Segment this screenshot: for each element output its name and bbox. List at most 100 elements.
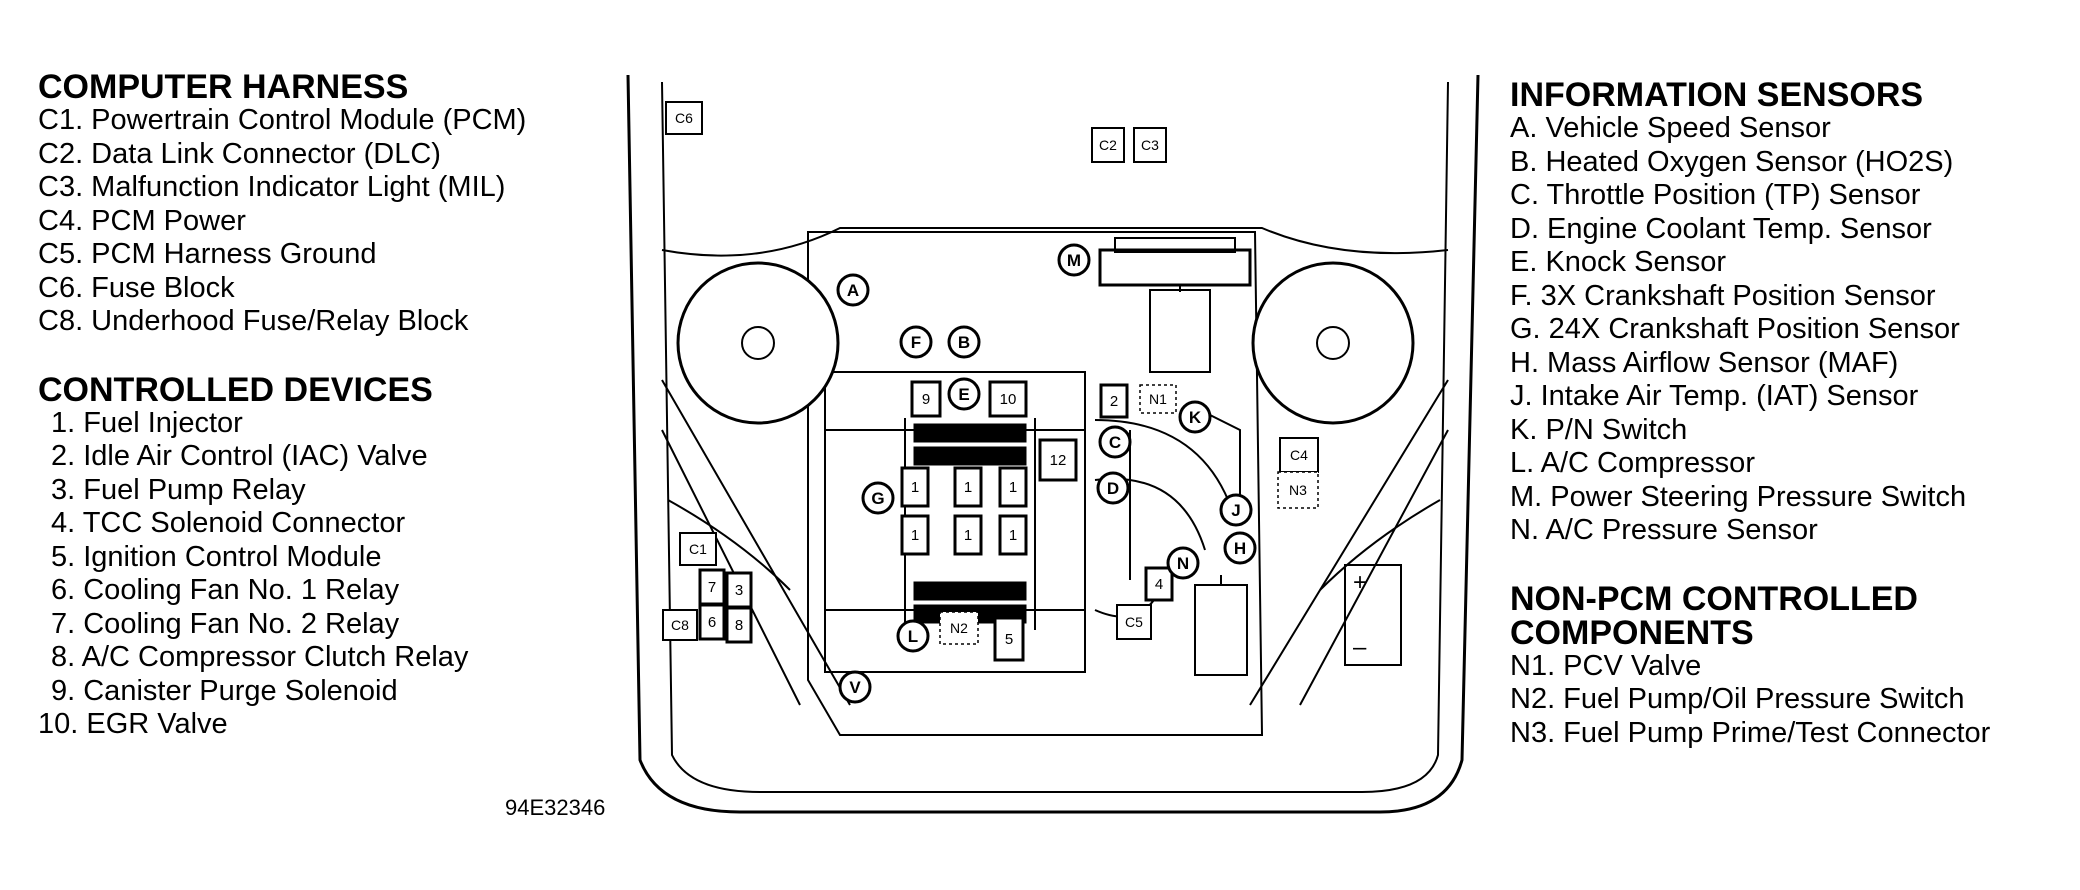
- legend-item: L. A/C Compressor: [1510, 447, 1755, 479]
- legend-item: 2. Idle Air Control (IAC) Valve: [51, 440, 428, 472]
- ps-reservoir: [1098, 248, 1252, 287]
- legend-item: M. Power Steering Pressure Switch: [1510, 480, 1967, 513]
- callout-l: L: [908, 627, 918, 646]
- box-12-label: 12: [1050, 452, 1067, 469]
- callout-v: V: [849, 678, 861, 697]
- intake-plenum: [824, 371, 1086, 673]
- box-6-label: 6: [708, 614, 716, 631]
- legend-item: C8. Underhood Fuse/Relay Block: [38, 305, 469, 337]
- box-2-label: 2: [1110, 393, 1118, 410]
- n3-label: N3: [1289, 482, 1307, 498]
- right-strut: [1249, 379, 1449, 706]
- callout-g: G: [871, 489, 884, 508]
- engine-outline: [807, 231, 1264, 736]
- legend-item: 4. TCC Solenoid Connector: [51, 507, 406, 539]
- box-3-label: 3: [735, 582, 743, 599]
- legend-item: H. Mass Airflow Sensor (MAF): [1510, 346, 1899, 379]
- legend-item: 9. Canister Purge Solenoid: [51, 674, 398, 707]
- legend-item: K. P/N Switch: [1510, 413, 1688, 446]
- injector-5-label: 1: [964, 527, 972, 544]
- computer-harness-list: C1. Powertrain Control Module (PCM) C2. …: [38, 104, 598, 339]
- callout-k: K: [1189, 408, 1202, 427]
- legend-item: 1. Fuel Injector: [51, 406, 243, 439]
- injector-6-label: 1: [1009, 527, 1017, 544]
- injector-2-label: 1: [964, 479, 972, 496]
- callout-e: E: [958, 385, 969, 404]
- injector-1-label: 1: [911, 479, 919, 496]
- callout-f: F: [911, 333, 921, 352]
- legend-item: 10. EGR Valve: [38, 708, 228, 740]
- non-pcm-list: N1. PCV Valve N2. Fuel Pump/Oil Pressure…: [1510, 650, 2070, 751]
- c2-label: C2: [1099, 137, 1117, 153]
- battery-plus: +: [1353, 569, 1367, 596]
- information-sensors-list: A. Vehicle Speed Sensor B. Heated Oxygen…: [1510, 112, 2070, 548]
- wiring-arc-1: [1094, 419, 1233, 511]
- left-hub: [741, 326, 775, 360]
- box-9-label: 9: [922, 391, 930, 408]
- computer-harness-title: COMPUTER HARNESS: [38, 68, 409, 106]
- legend-item: C2. Data Link Connector (DLC): [38, 137, 441, 170]
- right-hub: [1316, 326, 1350, 360]
- n2-label: N2: [950, 620, 968, 636]
- box-4-label: 4: [1155, 576, 1163, 593]
- callout-n: N: [1177, 554, 1189, 573]
- battery-minus: –: [1353, 634, 1367, 661]
- legend-item: E. Knock Sensor: [1510, 246, 1726, 278]
- body-outline: [626, 74, 1480, 814]
- legend-item: N. A/C Pressure Sensor: [1510, 514, 1818, 546]
- box-5-label: 5: [1005, 631, 1013, 648]
- legend-item: C4. PCM Power: [38, 204, 246, 237]
- c6-label: C6: [675, 110, 693, 126]
- legend-item: C5. PCM Harness Ground: [38, 238, 377, 270]
- callout-m: M: [1067, 251, 1081, 270]
- legend-item: 5. Ignition Control Module: [51, 540, 382, 573]
- non-pcm-title-line1: NON-PCM CONTROLLED: [1510, 579, 1918, 618]
- battery: [1344, 564, 1402, 666]
- legend-item: N1. PCV Valve: [1510, 649, 1702, 682]
- legend-item: C6. Fuse Block: [38, 271, 235, 304]
- figure-code: 94E32346: [505, 795, 606, 820]
- legend-item: 6. Cooling Fan No. 1 Relay: [51, 574, 400, 606]
- legend-item: B. Heated Oxygen Sensor (HO2S): [1510, 145, 1954, 178]
- non-pcm-title-line2: COMPONENTS: [1510, 613, 1754, 652]
- right-legend: INFORMATION SENSORS A. Vehicle Speed Sen…: [1510, 78, 2070, 750]
- c5-label: C5: [1125, 614, 1143, 630]
- legend-item: C. Throttle Position (TP) Sensor: [1510, 179, 1921, 211]
- body-inner: [661, 81, 1449, 793]
- box-10-label: 10: [1000, 391, 1017, 408]
- callout-a: A: [847, 281, 859, 300]
- left-legend: COMPUTER HARNESS C1. Powertrain Control …: [38, 70, 598, 742]
- callout-h: H: [1234, 539, 1246, 558]
- injector-3-label: 1: [1009, 479, 1017, 496]
- legend-item: C1. Powertrain Control Module (PCM): [38, 104, 527, 136]
- legend-item: C3. Malfunction Indicator Light (MIL): [38, 171, 506, 203]
- legend-item: 8. A/C Compressor Clutch Relay: [51, 641, 469, 673]
- controlled-devices-title: CONTROLLED DEVICES: [38, 370, 433, 409]
- legend-item: F. 3X Crankshaft Position Sensor: [1510, 279, 1936, 312]
- left-strut: [661, 379, 851, 706]
- maf-duct: [1194, 584, 1248, 676]
- firewall: [661, 227, 1449, 257]
- c8-label: C8: [671, 617, 689, 633]
- n1-label: N1: [1149, 391, 1167, 407]
- c1-label: C1: [689, 541, 707, 557]
- legend-item: 7. Cooling Fan No. 2 Relay: [51, 607, 400, 640]
- callout-j: J: [1231, 501, 1240, 520]
- legend-item: A. Vehicle Speed Sensor: [1510, 112, 1831, 144]
- c3-label: C3: [1141, 137, 1159, 153]
- callout-c: C: [1109, 433, 1121, 452]
- legend-item: G. 24X Crankshaft Position Sensor: [1510, 313, 1960, 345]
- box-7-label: 7: [708, 579, 716, 596]
- callout-d: D: [1107, 479, 1119, 498]
- legend-item: D. Engine Coolant Temp. Sensor: [1510, 212, 1932, 245]
- legend-item: J. Intake Air Temp. (IAT) Sensor: [1510, 380, 1919, 412]
- c4-label: C4: [1290, 447, 1308, 463]
- injector-4-label: 1: [911, 527, 919, 544]
- legend-item: 3. Fuel Pump Relay: [51, 473, 306, 506]
- information-sensors-title: INFORMATION SENSORS: [1510, 76, 1924, 114]
- legend-item: N2. Fuel Pump/Oil Pressure Switch: [1510, 683, 1965, 715]
- controlled-devices-list: 1. Fuel Injector 2. Idle Air Control (IA…: [38, 407, 598, 742]
- legend-item: N3. Fuel Pump Prime/Test Connector: [1510, 716, 1991, 749]
- box-8-label: 8: [735, 617, 743, 634]
